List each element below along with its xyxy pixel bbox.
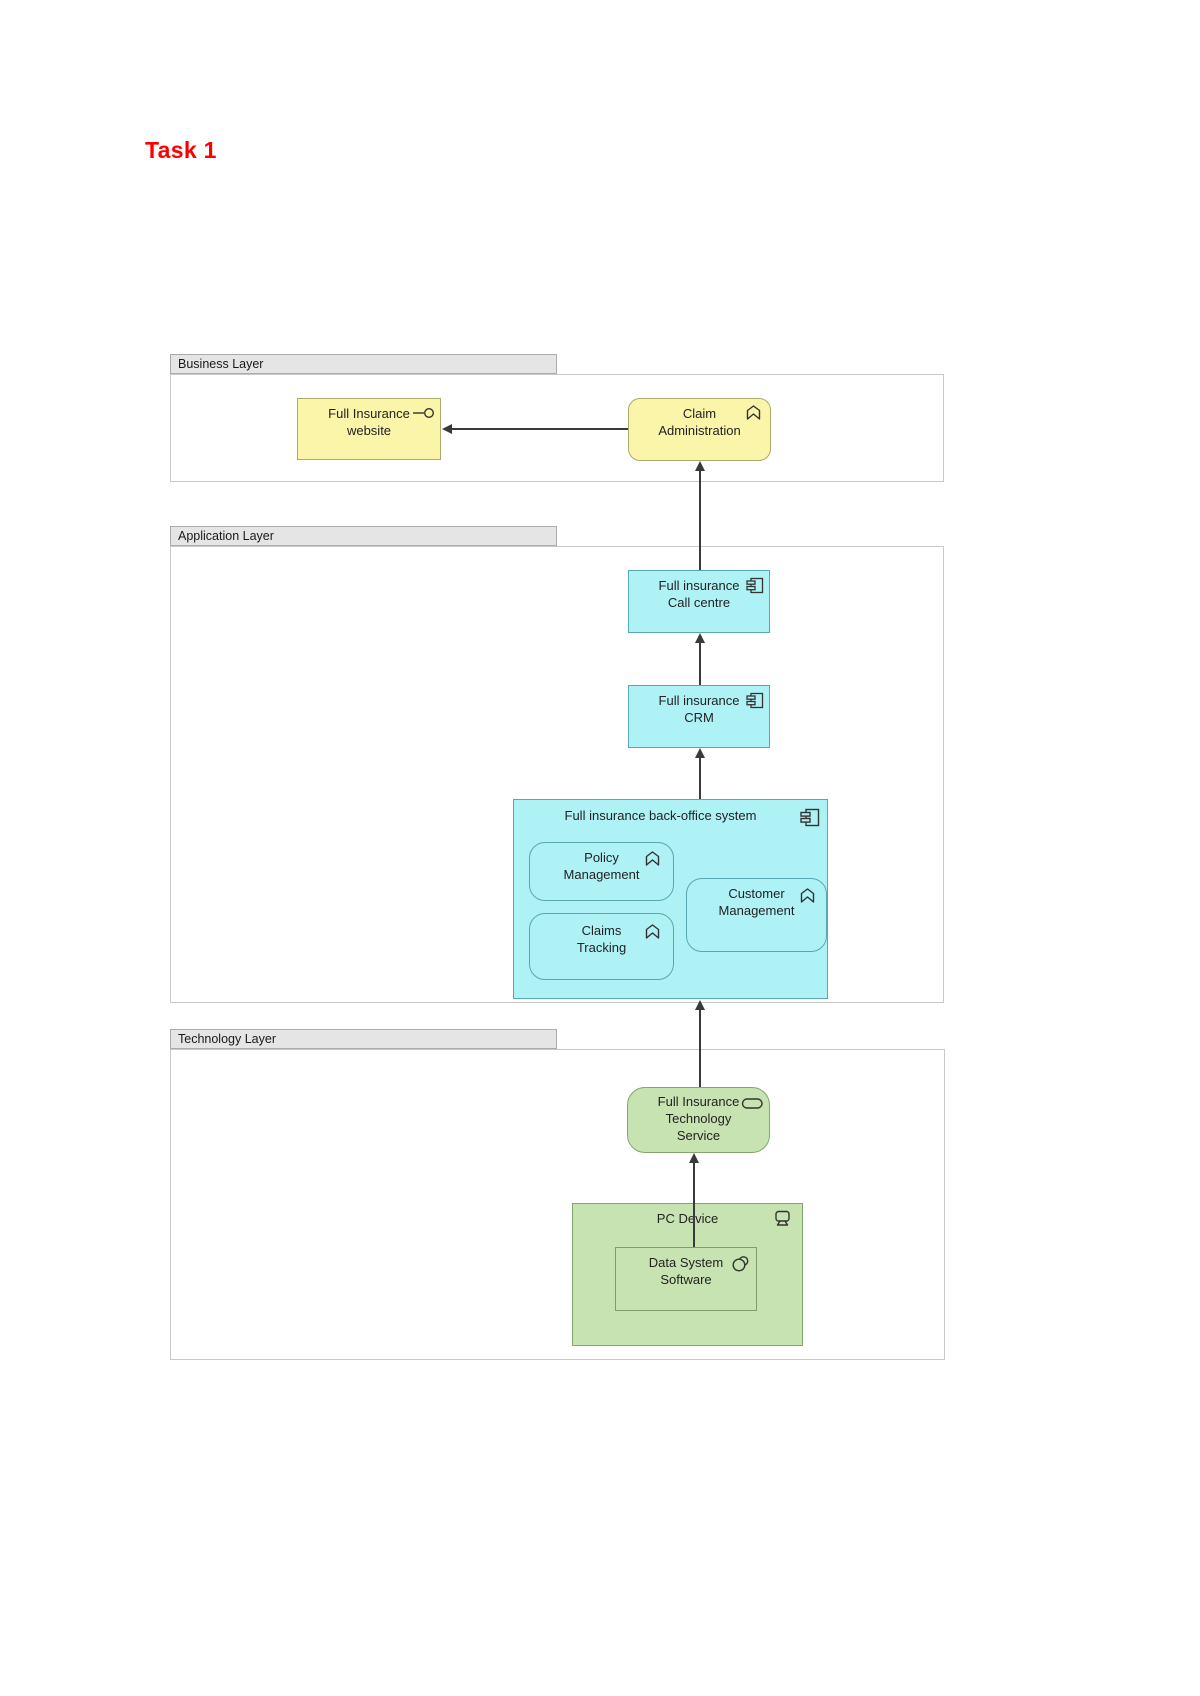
component-icon [746,577,764,594]
arrowhead-up [695,633,705,643]
arrow-techservice-to-backoffice [699,1009,701,1087]
arrowhead-up [695,748,705,758]
node-label: Policy Management [563,850,640,882]
function-icon [644,924,661,940]
arrowhead-left [442,424,452,434]
arrowhead-up [695,461,705,471]
node-label: Claims Tracking [576,923,627,955]
node-label: Data System Software [648,1255,724,1287]
node-label: Full insurance CRM [658,693,740,725]
function-icon [799,888,816,904]
arrow-callcentre-to-claimadmin [699,470,701,570]
arrow-backoffice-to-crm [699,757,701,799]
node-full-insurance-call-centre: Full insurance Call centre [628,570,770,633]
node-data-system-software: Data System Software [615,1247,757,1311]
node-label: Full insurance Call centre [658,578,740,610]
arrowhead-up [689,1153,699,1163]
arrow-datasoftware-to-techservice [693,1162,695,1247]
interface-lollipop-icon [412,407,435,419]
function-icon [644,851,661,867]
system-software-icon [731,1255,750,1273]
page-title: Task 1 [145,137,217,163]
function-icon [745,405,762,421]
component-icon [746,692,764,709]
application-layer-tab: Application Layer [170,526,557,546]
node-label: Customer Management [718,886,795,918]
node-customer-management: Customer Management [686,878,827,952]
service-icon [741,1097,764,1110]
node-full-insurance-website: Full Insurance website [297,398,441,460]
node-label: Full insurance back-office system [564,808,757,823]
node-label: PC Device [656,1211,719,1226]
node-policy-management: Policy Management [529,842,674,901]
business-layer-tab: Business Layer [170,354,557,374]
component-icon [800,808,820,827]
arrowhead-up [695,1000,705,1010]
arrow-claimadmin-to-website [452,428,628,430]
node-label: Claim Administration [658,406,741,438]
node-full-insurance-crm: Full insurance CRM [628,685,770,748]
node-label: Full Insurance website [328,406,410,438]
node-claim-administration: Claim Administration [628,398,771,461]
node-label: Full Insurance Technology Service [657,1094,740,1143]
technology-layer-tab: Technology Layer [170,1029,557,1049]
node-full-insurance-technology-service: Full Insurance Technology Service [627,1087,770,1153]
technology-layer-box [170,1049,945,1360]
device-icon [772,1210,793,1227]
node-claims-tracking: Claims Tracking [529,913,674,980]
arrow-crm-to-callcentre [699,642,701,685]
